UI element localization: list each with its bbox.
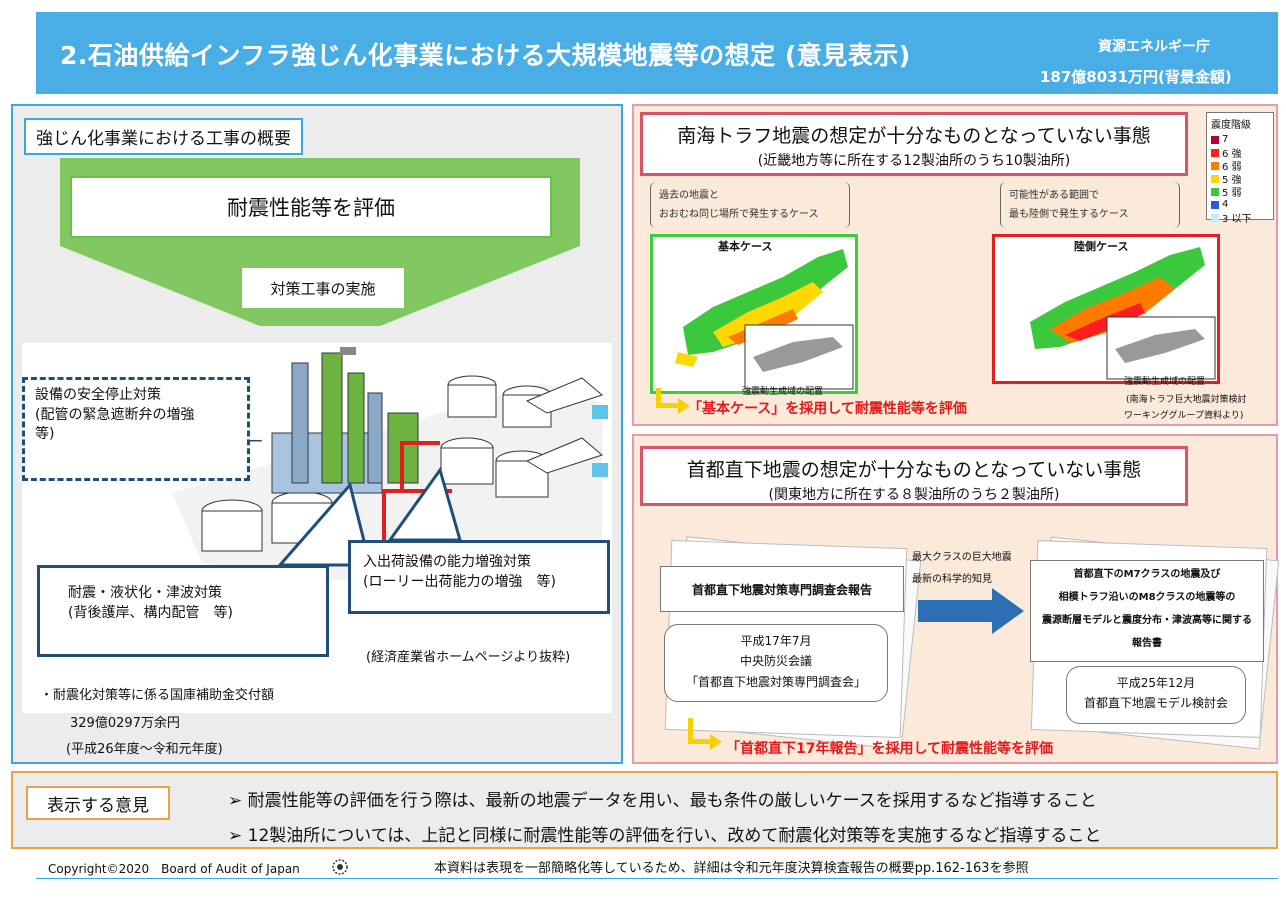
safety-shutdown-callout: 設備の安全停止対策 (配管の緊急遮断弁の増強 等) (22, 377, 250, 481)
seismic-liquefaction-callout: 耐震・液状化・津波対策 (背後護岸、構内配管 等) (37, 565, 329, 657)
nankai-source-line2: ワーキンググループ資料より) (1124, 411, 1244, 421)
legend-swatch (1211, 213, 1219, 222)
legend-row: 3 以下 (1211, 211, 1269, 225)
basic-case-map (650, 234, 858, 394)
land-side-case-label: 陸側ケース (1074, 240, 1129, 253)
japan-intensity-map-graphic (1030, 247, 1216, 380)
tanker-truck-icon (592, 405, 608, 419)
legend-row: 5 弱 (1211, 185, 1269, 199)
copyright: Copyright©2020 Board of Audit of Japan (48, 862, 300, 876)
tokyo-arrow-head-icon (710, 734, 722, 750)
tokyo-inland-title-box: 首都直下地震の想定が十分なものとなっていない事態 (関東地方に所在する８製油所の… (640, 446, 1188, 506)
background-amount: 187億8031万円(背景金額) (1040, 68, 1232, 86)
legend-swatch (1211, 200, 1219, 209)
nankai-source-line1: (南海トラフ巨大地震対策検討 (1126, 395, 1247, 405)
countermeasures-box: 対策工事の実施 (242, 268, 404, 308)
tokyo-inland-subtitle: (関東地方に所在する８製油所のうち２製油所) (768, 487, 1060, 503)
subsidy-amount: 329億0297万余円 (70, 716, 180, 731)
header-banner (36, 12, 1278, 94)
nankai-subtitle: (近畿地方等に所在する12製油所のうち10製油所) (757, 153, 1071, 169)
legend-label: 7 (1222, 134, 1229, 145)
legend-swatch (1211, 187, 1219, 196)
basic-case-inset-caption: 強震動生成域の配置 (742, 387, 824, 397)
opinion-panel (11, 771, 1278, 849)
distillation-towers-graphic (271, 347, 419, 494)
nankai-yellow-arrow (656, 388, 678, 408)
legend-swatch (1211, 174, 1219, 183)
agency-name: 資源エネルギー庁 (1098, 39, 1210, 55)
legend-label: 5 弱 (1222, 188, 1242, 199)
tokyo-inland-title: 首都直下地震の想定が十分なものとなっていない事態 (686, 459, 1142, 481)
legend-label: 6 強 (1222, 149, 1242, 160)
legend-label: 4 (1222, 199, 1229, 210)
opinion-heading: 表示する意見 (26, 786, 170, 820)
land-side-case-map (992, 234, 1220, 384)
legend-label: 6 弱 (1222, 162, 1242, 173)
nankai-arrow-head-icon (678, 398, 690, 414)
opinion-item: ➢ 耐震性能等の評価を行う際は、最新の地震データを用い、最も条件の厳しいケースを… (228, 791, 1097, 811)
latest-knowledge-note: 最新の科学的知見 (912, 574, 992, 585)
page-title: 2.石油供給インフラ強じん化事業における大規模地震等の想定 (意見表示) (60, 41, 911, 70)
legend-swatch (1211, 161, 1219, 170)
legend-swatch (1211, 148, 1219, 157)
board-emblem-icon (332, 859, 348, 875)
footer-note: 本資料は表現を一部簡略化等しているため、詳細は令和元年度決算検査報告の概要pp.… (434, 861, 1029, 876)
legend-row: 6 強 (1211, 146, 1269, 160)
left-source-note: (経済産業省ホームページより抜粋) (366, 650, 571, 665)
japan-intensity-map-graphic (675, 249, 854, 390)
tokyo-conclusion: 「首都直下17年報告」を採用して耐震性能等を評価 (726, 741, 1054, 757)
nankai-title-box: 南海トラフ地震の想定が十分なものとなっていない事態 (近畿地方等に所在する12製… (640, 112, 1188, 176)
legend-label: 5 強 (1222, 175, 1242, 186)
subsidy-period: (平成26年度～令和元年度) (66, 742, 223, 757)
legend-row: 4 (1211, 198, 1269, 211)
nankai-title: 南海トラフ地震の想定が十分なものとなっていない事態 (677, 125, 1151, 147)
nankai-conclusion: 「基本ケース」を採用して耐震性能等を評価 (688, 401, 967, 417)
land-side-case-description: 可能性がある範囲で 最も陸側で発生するケース (1000, 182, 1180, 228)
basic-case-label: 基本ケース (718, 240, 773, 253)
tokyo-2013-report-info: 平成25年12月 首都直下地震モデル検討会 (1066, 666, 1246, 724)
legend-swatch (1211, 135, 1219, 144)
tokyo-yellow-arrow (688, 718, 710, 744)
largest-class-note: 最大クラスの巨大地震 (912, 552, 1012, 563)
construction-overview-heading: 強じん化事業における工事の概要 (24, 118, 303, 155)
shipping-capacity-callout: 入出荷設備の能力増強対策 (ローリー出荷能力の増強 等) (348, 540, 610, 614)
subsidy-label: ・耐震化対策等に係る国庫補助金交付額 (40, 688, 275, 703)
seismic-evaluation-box: 耐震性能等を評価 (70, 176, 552, 238)
footer-divider (36, 878, 1278, 879)
legend-row: 7 (1211, 133, 1269, 146)
legend-row: 5 強 (1211, 172, 1269, 186)
legend-row: 6 弱 (1211, 159, 1269, 173)
tokyo-2005-report-title: 首都直下地震対策専門調査会報告 (660, 566, 904, 612)
tokyo-2013-report-title: 首都直下のM7クラスの地震及び 相模トラフ沿いのM8クラスの地震等の 震源断層モ… (1030, 560, 1264, 662)
blue-right-arrow-icon (918, 588, 1024, 634)
tokyo-2005-report-info: 平成17年7月 中央防災会議 「首都直下地震対策専門調査会」 (664, 624, 888, 702)
tanker-truck-icon (592, 463, 608, 477)
legend-label: 3 以下 (1222, 214, 1252, 225)
basic-case-description: 過去の地震と おおむね同じ場所で発生するケース (650, 182, 850, 228)
opinion-item: ➢ 12製油所については、上記と同様に耐震性能等の評価を行い、改めて耐震化対策等… (228, 826, 1102, 846)
land-side-case-inset-caption: 強震動生成域の配置 (1124, 377, 1206, 387)
